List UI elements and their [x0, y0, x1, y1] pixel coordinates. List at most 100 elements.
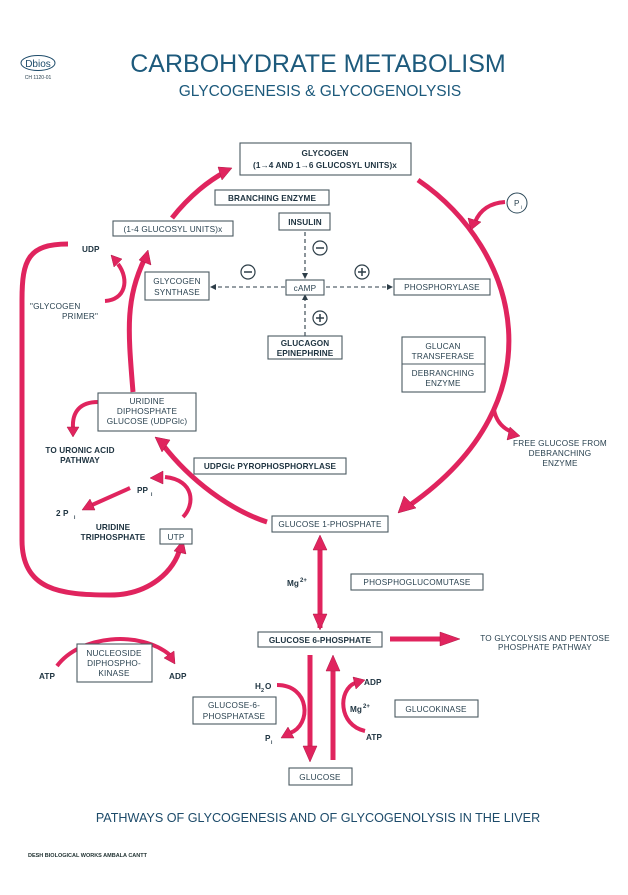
h2o-o: O [265, 682, 272, 691]
node-udpglc: URIDINE DIPHOSPHATE GLUCOSE (UDPGlc) [97, 392, 197, 432]
arrow-to-uronic [70, 400, 99, 429]
arrow-atp-to-adp [341, 681, 366, 733]
arrowhead-2pi [81, 498, 96, 511]
ppi-label: PP [137, 486, 149, 495]
debranching-enzyme-line2: ENZYME [425, 379, 461, 388]
h2o-sub: 2 [261, 688, 264, 694]
insulin-label: INSULIN [288, 218, 321, 227]
ppi-sub: i [151, 492, 153, 498]
glycogen-primer-line2: PRIMER" [62, 312, 98, 321]
arrowhead-g6p-down [312, 613, 328, 631]
glucose-6-phosphatase-line1: GLUCOSE-6- [208, 701, 260, 710]
arrowhead-nucleoside [163, 650, 176, 665]
glycogen-sublabel: (1→4 AND 1→6 GLUCOSYL UNITS)x [253, 161, 397, 170]
catalog-code: CH 1120-01 [25, 75, 52, 81]
arrow-utp-to-ppi [164, 475, 193, 519]
glycogen-primer-line1: "GLYCOGEN [30, 302, 81, 311]
pi-circle-text: P [514, 199, 520, 208]
arrow-free-glucose [492, 409, 513, 434]
camp-label: cAMP [294, 284, 317, 293]
glycogen-synthase-line1: GLYCOGEN [153, 277, 200, 286]
arrowhead-ppi [149, 470, 164, 485]
udpglc-line2: DIPHOSPHATE [117, 407, 178, 416]
two-pi-label: 2 P [56, 509, 69, 518]
node-glucose: GLUCOSE [288, 767, 353, 786]
node-phosphoglucomutase: PHOSPHOGLUCOMUTASE [350, 573, 484, 591]
node-utp: UTP [159, 528, 193, 545]
arrow-g1p-to-udpglc [161, 443, 268, 525]
arrowhead-g1p-up [312, 534, 328, 551]
plus-sign-phosphorylase [354, 264, 370, 280]
glucan-transferase-line2: TRANSFERASE [412, 352, 475, 361]
logo-text: Dbios [25, 59, 51, 70]
node-camp: cAMP [285, 279, 325, 296]
uridine-triphosphate-line2: TRIPHOSPHATE [81, 533, 146, 542]
arrow-pi [473, 200, 506, 223]
debranching-enzyme-line1: DEBRANCHING [412, 369, 475, 378]
node-glucose-6-phosphatase: GLUCOSE-6- PHOSPHATASE [192, 696, 277, 725]
node-branching-enzyme: BRANCHING ENZYME [214, 189, 330, 206]
nucleoside-kinase-line3: KINASE [98, 669, 130, 678]
free-glucose-line1: FREE GLUCOSE FROM [513, 439, 607, 448]
adp-label-right: ADP [364, 678, 382, 687]
node-glucagon: GLUCAGON EPINEPHRINE [267, 335, 343, 360]
node-glucan-transferase: GLUCAN TRANSFERASE DEBRANCHING ENZYME [401, 336, 486, 393]
arrowhead-pi [467, 217, 482, 231]
uronic-acid-line1: TO URONIC ACID [45, 446, 114, 455]
udpglc-line3: GLUCOSE (UDPGlc) [107, 417, 188, 426]
arrow-primer-to-udp [104, 262, 127, 303]
tip-camp-synthase [210, 284, 216, 290]
node-glycogen: GLYCOGEN (1→4 AND 1→6 GLUCOSYL UNITS)x [239, 142, 412, 176]
free-glucose-line3: ENZYME [542, 459, 578, 468]
arrowhead-g1p [397, 495, 417, 514]
glucose-label: GLUCOSE [299, 773, 341, 782]
arrow-nucleoside-kinase [55, 637, 172, 668]
node-udpglc-pyrophosphorylase: UDPGlc PYROPHOSPHORYLASE [193, 457, 347, 475]
udpglc-line1: URIDINE [129, 397, 164, 406]
glycolysis-line1: TO GLYCOLYSIS AND PENTOSE [480, 634, 610, 643]
glycolysis-line2: PHOSPHATE PATHWAY [498, 643, 592, 652]
glycogen-label: GLYCOGEN [302, 149, 349, 158]
regulation [210, 232, 393, 336]
arrowhead-primer [138, 249, 152, 266]
pi-circle-sub: i [521, 205, 522, 211]
uridine-triphosphate-line1: URIDINE [96, 523, 131, 532]
arrow-h2o-to-pi [276, 683, 307, 735]
pi-circle: P i [506, 192, 528, 214]
nucleoside-kinase-line1: NUCLEOSIDE [86, 649, 142, 658]
udp-label: UDP [82, 245, 100, 254]
phosphoglucomutase-label: PHOSPHOGLUCOMUTASE [363, 578, 471, 587]
mg-sup-top: 2+ [300, 578, 307, 584]
minus-sign-synthase [240, 264, 256, 280]
arrow-ppi-to-2pi [91, 486, 131, 507]
mg-label-bottom: Mg [350, 705, 362, 714]
branching-enzyme-label: BRANCHING ENZYME [228, 194, 316, 203]
arrowhead-udpglc [154, 436, 171, 453]
logo: Dbios CH 1120-01 [20, 55, 56, 81]
arrowhead-g6p-up [325, 654, 341, 672]
node-insulin: INSULIN [278, 212, 331, 231]
node-glucosyl-units: (1-4 GLUCOSYL UNITS)x [112, 220, 234, 237]
arrowhead-glycogen [217, 166, 233, 181]
node-phosphorylase: PHOSPHORYLASE [393, 278, 491, 296]
pi-sub-bottom: i [271, 740, 273, 746]
atp-label-left: ATP [39, 672, 56, 681]
node-glucose-6-phosphate: GLUCOSE 6-PHOSPHATE [257, 631, 383, 648]
mg-label-top: Mg [287, 579, 299, 588]
pathway-arrows [19, 166, 521, 763]
utp-label: UTP [168, 533, 185, 542]
atp-label-right: ATP [366, 733, 383, 742]
page-title: CARBOHYDRATE METABOLISM [130, 50, 506, 78]
tip-glucagon-camp [302, 294, 308, 300]
pi-label-bottom: P [265, 734, 271, 743]
node-glycogen-synthase: GLYCOGEN SYNTHASE [144, 271, 210, 301]
arrowhead-glycolysis [439, 631, 461, 647]
two-pi-sub: i [74, 515, 76, 521]
arrow-udpglc-to-primer [126, 256, 148, 393]
glycogen-synthase-line2: SYNTHASE [154, 288, 200, 297]
udpglc-pyrophosphorylase-label: UDPGlc PYROPHOSPHORYLASE [204, 462, 337, 471]
minus-sign-insulin [312, 240, 328, 256]
uronic-acid-line2: PATHWAY [60, 456, 100, 465]
tip-insulin-camp [302, 273, 308, 279]
